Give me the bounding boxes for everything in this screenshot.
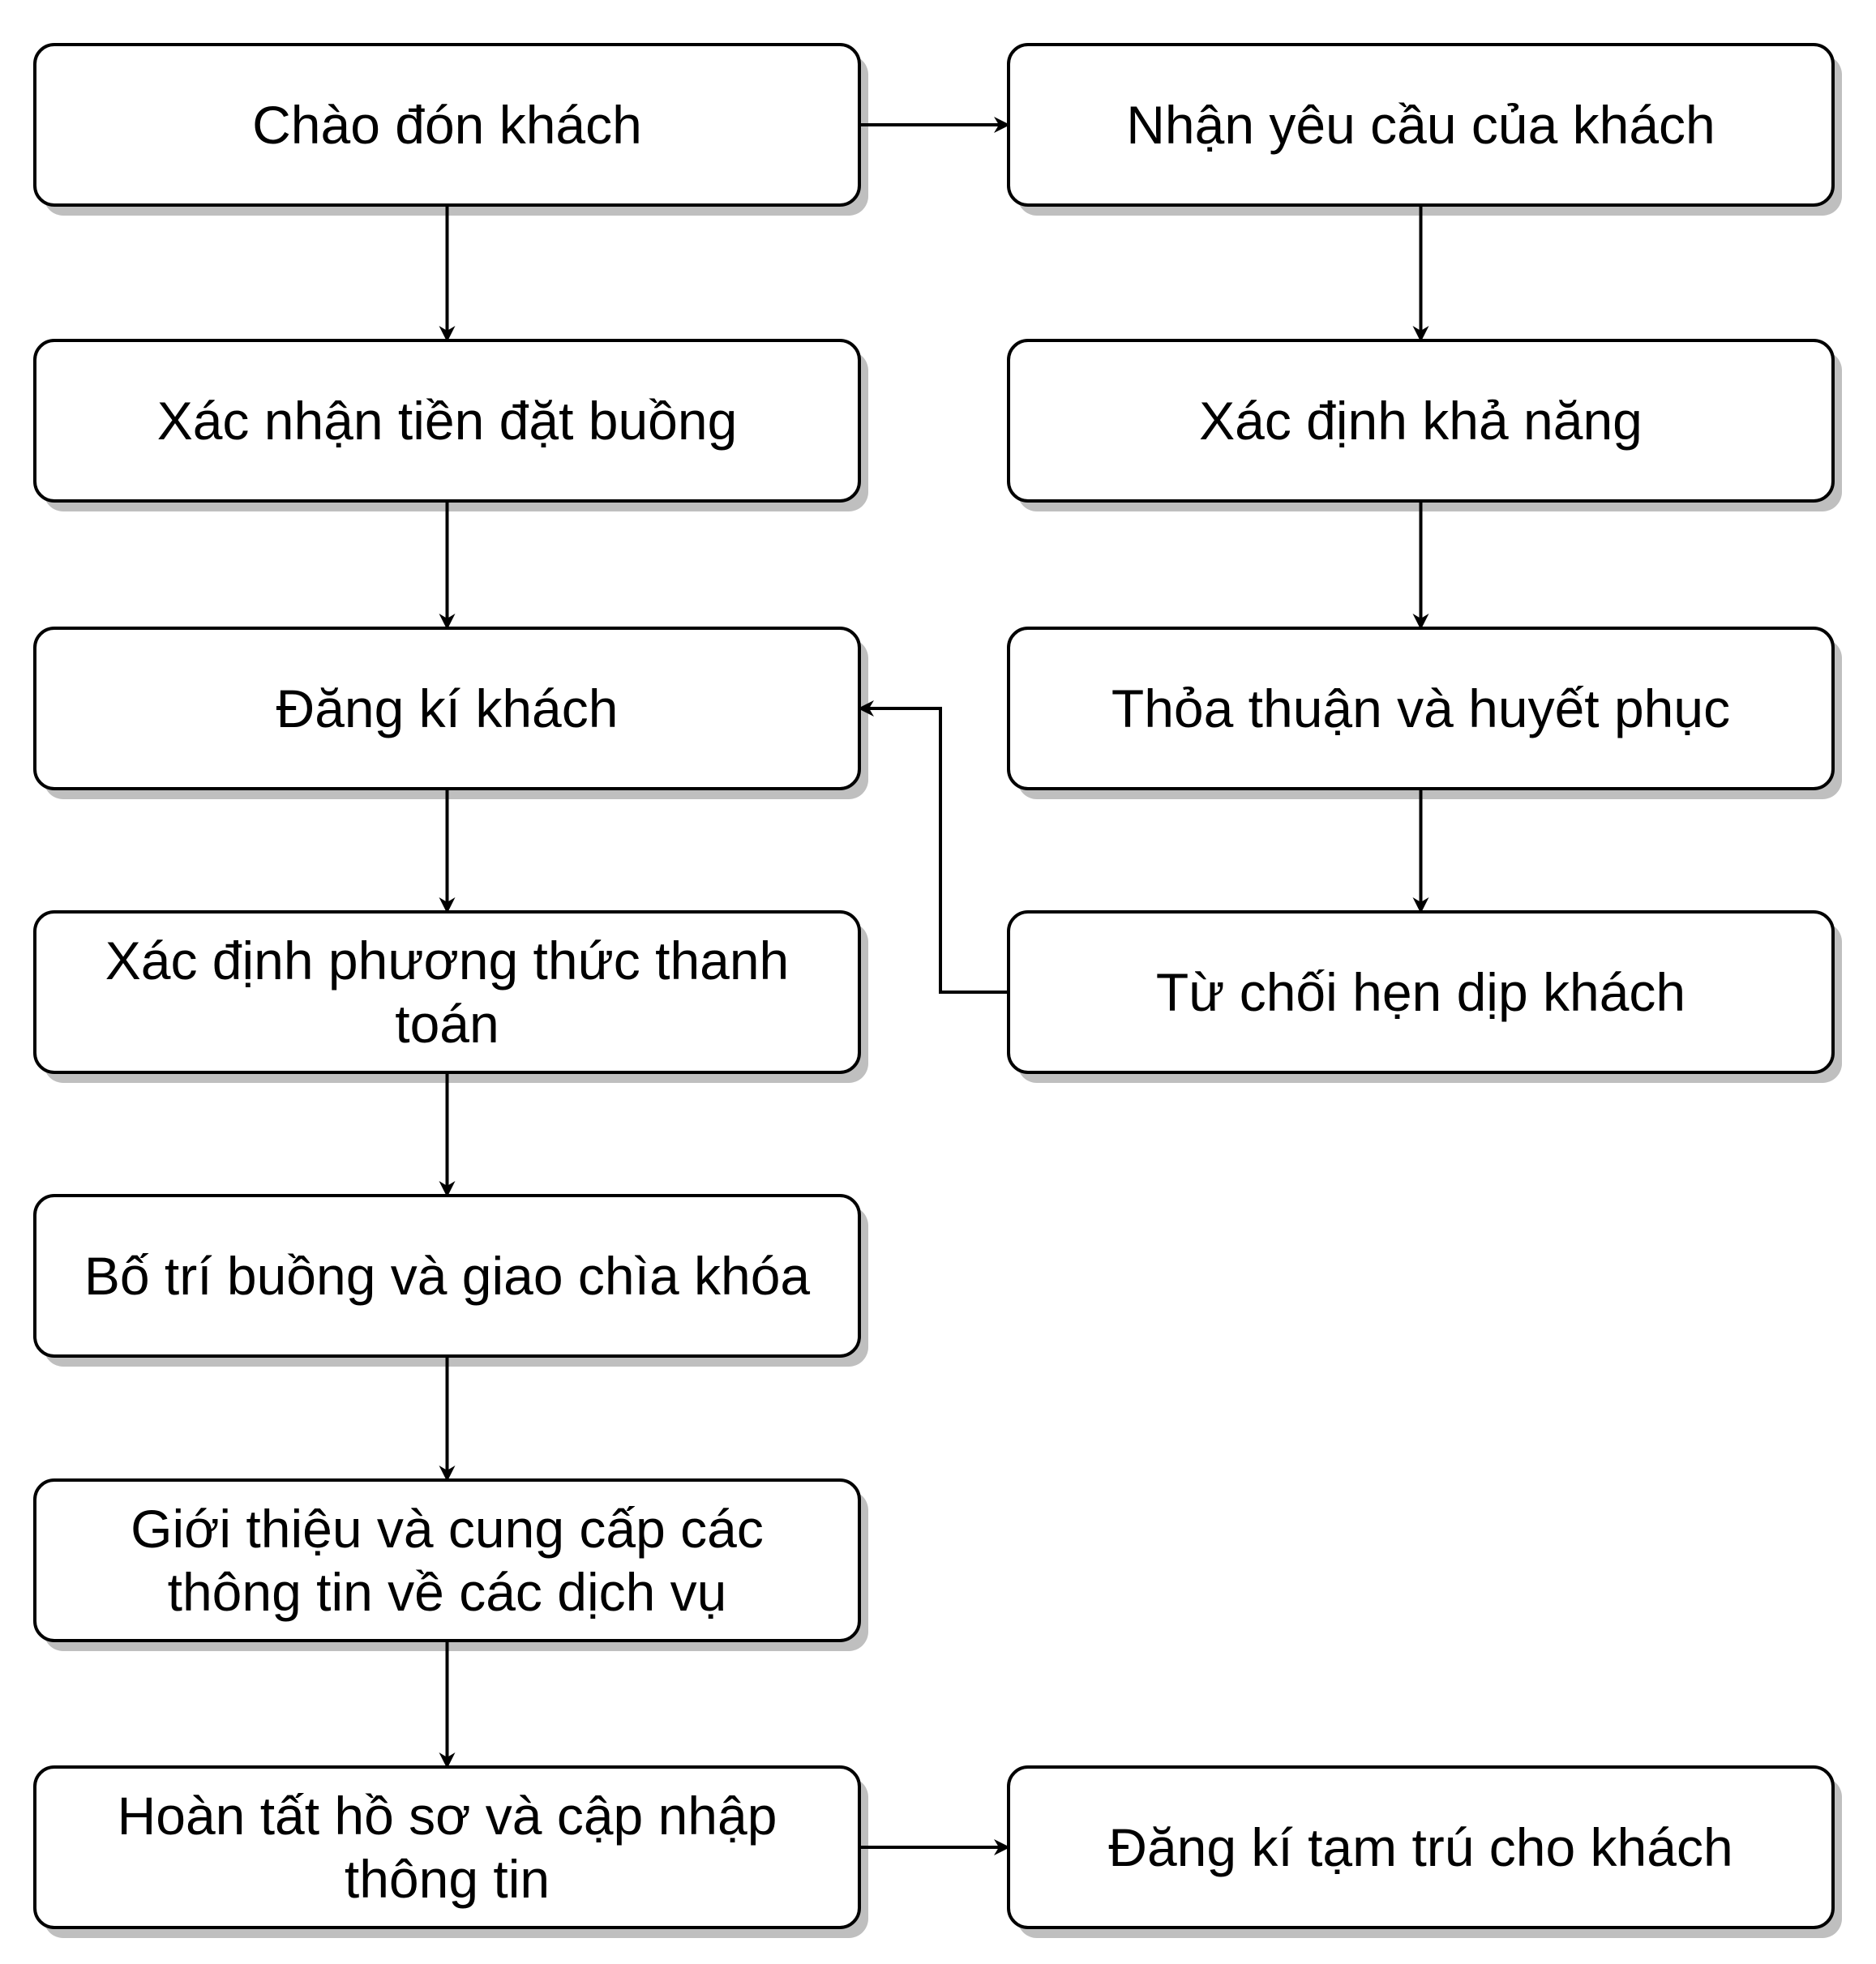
flow-node-n3: Đăng kí khách xyxy=(33,627,861,790)
node-box xyxy=(1007,43,1835,207)
node-box xyxy=(33,339,861,503)
node-label: Đăng kí tạm trú cho khách xyxy=(1108,1817,1733,1877)
node-label: Bố trí buồng và giao chìa khóa xyxy=(84,1246,811,1306)
node-box xyxy=(1007,1765,1835,1929)
node-box xyxy=(33,43,861,207)
node-label: Đăng kí khách xyxy=(276,678,619,738)
node-label: Giới thiệu và cung cấp các xyxy=(131,1499,764,1559)
node-box xyxy=(33,1765,861,1929)
node-label: Chào đón khách xyxy=(252,95,642,155)
node-box xyxy=(33,1478,861,1642)
node-label: Xác nhận tiền đặt buồng xyxy=(157,391,738,451)
node-box xyxy=(33,910,861,1074)
flow-node-n2: Xác nhận tiền đặt buồng xyxy=(33,339,861,503)
flow-node-n10: Thỏa thuận và huyết phục xyxy=(1007,627,1835,790)
node-label: thông tin xyxy=(345,1849,550,1909)
flow-node-n1: Chào đón khách xyxy=(33,43,861,207)
flow-node-n8: Nhận yêu cầu của khách xyxy=(1007,43,1835,207)
flow-node-n9: Xác định khả năng xyxy=(1007,339,1835,503)
node-box xyxy=(33,1194,861,1358)
flow-node-n11: Từ chối hẹn dịp khách xyxy=(1007,910,1835,1074)
node-box xyxy=(1007,339,1835,503)
flow-node-n5: Bố trí buồng và giao chìa khóa xyxy=(33,1194,861,1358)
flow-node-n12: Đăng kí tạm trú cho khách xyxy=(1007,1765,1835,1929)
node-label: Xác định phương thức thanh xyxy=(105,931,790,991)
node-label: Nhận yêu cầu của khách xyxy=(1126,95,1715,155)
node-box xyxy=(33,627,861,790)
node-label: thông tin về các dịch vụ xyxy=(168,1562,727,1622)
node-label: Thỏa thuận và huyết phục xyxy=(1111,678,1730,738)
edges-layer xyxy=(439,117,1429,1855)
node-label: Xác định khả năng xyxy=(1199,391,1643,451)
node-box xyxy=(1007,627,1835,790)
node-box xyxy=(1007,910,1835,1074)
node-label: Hoàn tất hồ sơ và cập nhập xyxy=(118,1786,777,1846)
node-label: toán xyxy=(395,994,499,1054)
flow-arrow-n11-to-n3 xyxy=(858,700,1009,994)
node-label: Từ chối hẹn dịp khách xyxy=(1156,962,1685,1022)
